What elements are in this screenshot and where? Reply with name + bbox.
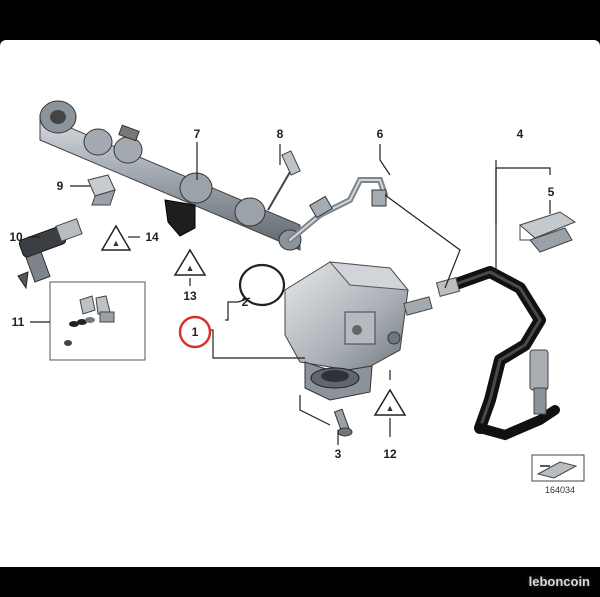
label-10: 10 [9, 230, 23, 244]
label-14: 14 [145, 230, 159, 244]
fuel-hose [435, 266, 560, 441]
label-7: 7 [194, 127, 201, 141]
label-6: 6 [377, 127, 384, 141]
label-5: 5 [548, 185, 555, 199]
svg-text:▲: ▲ [112, 238, 121, 248]
pressure-sensor [267, 150, 301, 211]
fuel-line [287, 177, 388, 243]
label-12: 12 [383, 447, 397, 461]
clip [87, 174, 116, 206]
o-ring [238, 263, 286, 307]
high-pressure-pump [284, 261, 433, 401]
label-8: 8 [277, 127, 284, 141]
label-4: 4 [517, 127, 524, 141]
warning-triangle-14: ▲ [100, 224, 132, 251]
warning-triangle-12: ▲ [373, 388, 407, 416]
highlight-circle [178, 315, 212, 349]
fuel-rail [39, 100, 302, 251]
seal-kit [49, 281, 146, 361]
label-13: 13 [183, 289, 197, 303]
bolt [333, 408, 353, 437]
label-1: 1 [192, 325, 199, 339]
warning-triangle-13: ▲ [173, 248, 207, 276]
watermark: leboncoin [528, 574, 590, 589]
diagram-canvas: ▲ ▲ ▲ [9, 100, 585, 495]
leader-lines [28, 142, 551, 445]
hose-clips [519, 211, 577, 253]
reference-number: 164034 [545, 485, 575, 495]
label-2: 2 [242, 295, 249, 309]
reference-box [531, 454, 585, 482]
svg-text:▲: ▲ [386, 403, 395, 413]
label-3: 3 [335, 447, 342, 461]
label-9: 9 [57, 179, 64, 193]
label-11: 11 [12, 315, 25, 329]
injector [17, 218, 83, 290]
parts-diagram: ▲ ▲ ▲ [0, 40, 600, 567]
svg-text:▲: ▲ [186, 263, 195, 273]
